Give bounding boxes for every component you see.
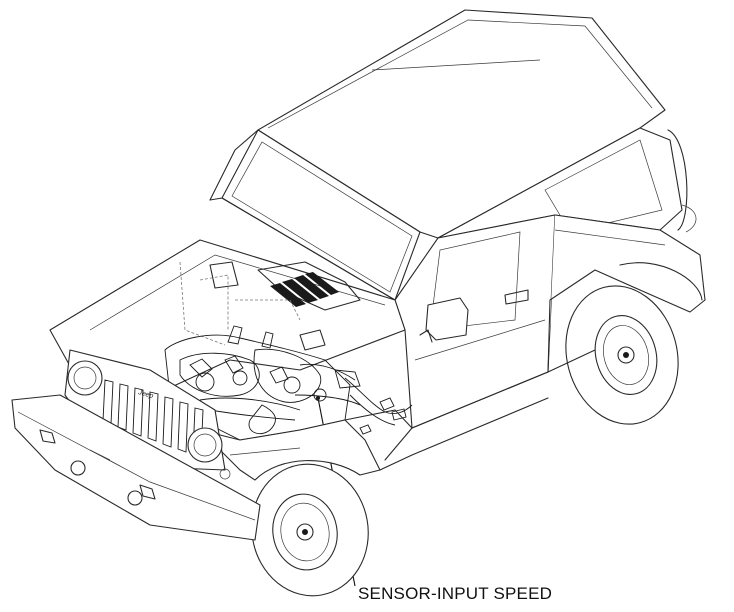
front-wheel bbox=[251, 463, 369, 597]
callout-label-input-speed-sensor: SENSOR-INPUT SPEED bbox=[358, 584, 553, 603]
badge-text: Jeep bbox=[136, 389, 154, 400]
rear-body bbox=[547, 214, 706, 373]
front-fender bbox=[199, 409, 413, 481]
jeep-badge: Jeep bbox=[136, 389, 154, 400]
headlights bbox=[62, 360, 231, 480]
wiring-harness bbox=[344, 377, 413, 435]
rocker-panel bbox=[379, 349, 596, 471]
hardtop-side bbox=[437, 127, 697, 239]
engine-assembly bbox=[164, 325, 361, 441]
front-bumper bbox=[11, 394, 261, 541]
windshield bbox=[209, 129, 421, 313]
hidden-outline bbox=[179, 261, 301, 346]
door bbox=[394, 214, 556, 429]
side-mirror bbox=[419, 297, 469, 343]
hood-vents bbox=[257, 261, 361, 311]
rear-wheel bbox=[565, 285, 679, 425]
